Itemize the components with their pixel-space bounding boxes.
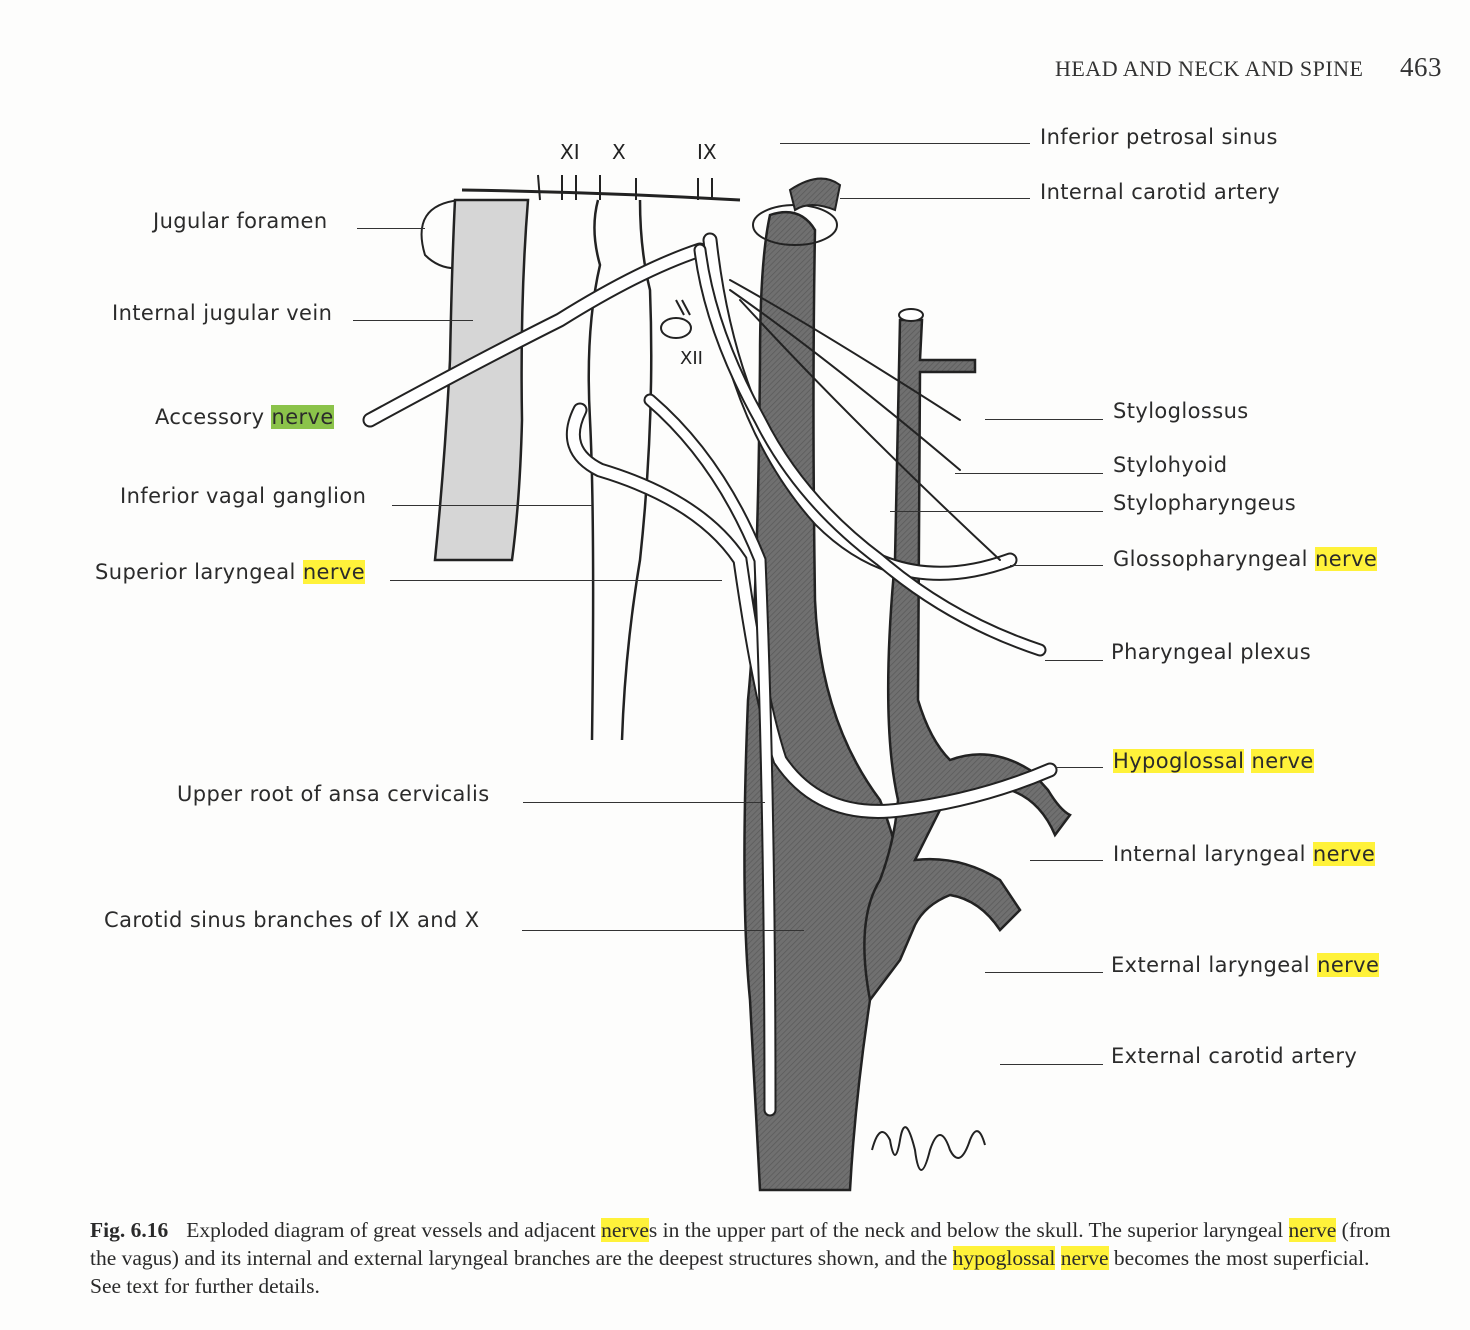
vagus-nerve [587, 199, 653, 741]
label-external-laryngeal-nerve: External laryngeal nerve [1111, 953, 1380, 977]
caption-highlight-4: nerve [1060, 1246, 1109, 1270]
label-internal-laryngeal-text: Internal laryngeal [1113, 842, 1306, 866]
jugular-foramen-outline [420, 199, 461, 270]
label-styloglossus: Styloglossus [1113, 399, 1249, 423]
label-internal-laryngeal-highlight: nerve [1312, 842, 1376, 866]
artist-signature [871, 1126, 986, 1171]
external-carotid-artery [863, 318, 1072, 1004]
caption-part-2: s in the upper part of the neck and belo… [648, 1218, 1289, 1242]
running-head: HEAD AND NECK AND SPINE 463 [1055, 52, 1442, 83]
label-stylopharyngeus: Stylopharyngeus [1113, 491, 1297, 515]
external-carotid-cut-end [898, 308, 924, 322]
label-hypoglossal-highlight-1: Hypoglossal [1113, 749, 1245, 773]
caption-part-5: becomes the most superficial. See text f… [90, 1246, 1370, 1298]
leader-styloglossus [985, 419, 1103, 420]
cn-x-label: X [612, 140, 626, 164]
running-head-title: HEAD AND NECK AND SPINE [1054, 56, 1364, 81]
label-inferior-vagal-ganglion: Inferior vagal ganglion [120, 484, 367, 508]
leader-external-laryngeal [985, 972, 1103, 973]
leader-upper-root-ansa [523, 802, 765, 803]
leader-internal-carotid [840, 198, 1030, 199]
leader-carotid-sinus [522, 930, 804, 931]
leader-pharyngeal-plexus [1045, 660, 1103, 661]
caption-highlight-1: nerve [601, 1218, 649, 1242]
page-number: 463 [1400, 52, 1442, 82]
xii-loop [660, 317, 692, 339]
caption-part-1: Exploded diagram of great vessels and ad… [186, 1218, 602, 1242]
label-jugular-foramen: Jugular foramen [153, 209, 328, 233]
label-internal-jugular-vein: Internal jugular vein [112, 301, 333, 325]
figure-number: Fig. 6.16 [90, 1218, 169, 1242]
caption-part-3: (from the vagus) and its internal and ex… [90, 1218, 1391, 1270]
label-external-laryngeal-text: External laryngeal [1111, 953, 1311, 977]
label-accessory-text: Accessory [155, 405, 265, 429]
label-hypoglossal-highlight-2: nerve [1251, 749, 1314, 773]
figure-caption: Fig. 6.16 Exploded diagram of great vesse… [90, 1216, 1400, 1300]
label-internal-laryngeal-nerve: Internal laryngeal nerve [1113, 842, 1376, 866]
label-glossopharyngeal-highlight: nerve [1315, 547, 1378, 571]
label-superior-laryngeal-highlight: nerve [302, 560, 366, 584]
leader-internal-laryngeal [1030, 860, 1103, 861]
label-glossopharyngeal-nerve: Glossopharyngeal nerve [1113, 547, 1378, 571]
caption-highlight-3: hypoglossal [952, 1246, 1056, 1270]
leader-hypoglossal [1055, 767, 1103, 768]
leader-external-carotid [1000, 1064, 1103, 1065]
cn-ix-label: IX [697, 140, 717, 164]
label-inferior-petrosal-sinus: Inferior petrosal sinus [1040, 125, 1278, 149]
petrous-artery [788, 177, 842, 212]
label-hypoglossal-nerve: Hypoglossal nerve [1113, 749, 1314, 773]
stylo-muscles [729, 279, 1001, 561]
label-superior-laryngeal-nerve: Superior laryngeal nerve [95, 560, 366, 584]
label-carotid-sinus-branches: Carotid sinus branches of IX and X [104, 908, 480, 932]
internal-jugular-vein [433, 198, 530, 562]
label-pharyngeal-plexus: Pharyngeal plexus [1111, 640, 1312, 664]
label-accessory-highlight: nerve [271, 405, 334, 429]
label-stylohyoid: Stylohyoid [1113, 453, 1228, 477]
leader-stylopharyngeus [890, 511, 1103, 512]
label-glossopharyngeal-text: Glossopharyngeal [1113, 547, 1308, 571]
caption-part-4 [1055, 1246, 1060, 1270]
caption-highlight-2: nerve [1288, 1218, 1337, 1242]
cn-xi-label: XI [560, 140, 580, 164]
leader-inferior-vagal-ganglion [392, 505, 592, 506]
leader-internal-jugular-vein [353, 320, 473, 321]
leader-inferior-petrosal-sinus [780, 143, 1030, 144]
cranial-nerve-rootlets [537, 174, 713, 316]
label-internal-carotid-artery: Internal carotid artery [1040, 180, 1281, 204]
label-external-laryngeal-highlight: nerve [1317, 953, 1380, 977]
leader-jugular-foramen [357, 228, 425, 229]
label-superior-laryngeal-text: Superior laryngeal [95, 560, 296, 584]
leader-stylohyoid [955, 473, 1103, 474]
leader-glossopharyngeal [1010, 565, 1103, 566]
label-external-carotid-artery: External carotid artery [1111, 1044, 1358, 1068]
label-accessory-nerve: Accessory nerve [155, 405, 334, 429]
label-upper-root-ansa: Upper root of ansa cervicalis [177, 782, 490, 806]
leader-superior-laryngeal [390, 580, 722, 581]
cn-xii-label: XII [680, 348, 703, 369]
